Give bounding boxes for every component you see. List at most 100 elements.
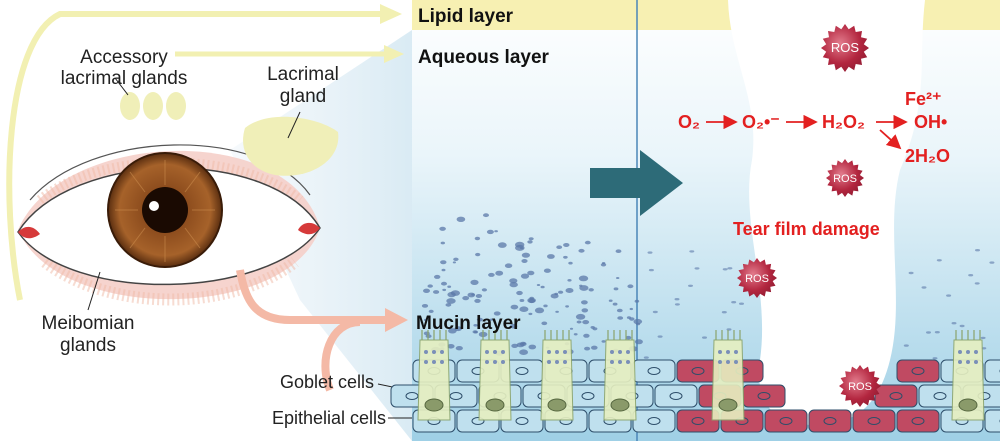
mucin-particle [694,267,700,270]
ros-star-icon [821,24,869,72]
mucin-particle [563,243,570,247]
cell-nucleus [911,367,925,375]
mucin-granule [432,350,436,354]
caruncle [18,226,40,239]
mucin-granule [555,350,559,354]
mucin-particle [481,288,487,292]
mucin-particle [456,216,466,222]
mucin-particle [634,339,643,345]
mucin-layer-label: Mucin layer [416,313,521,334]
mucin-particle [488,272,495,277]
meibomian-label-line2: glands [60,335,116,356]
aqueous-arrowhead [384,45,404,63]
mucin-granule [563,360,567,364]
epithelial-cell [808,409,852,433]
cell-nucleus [933,392,947,400]
h2o2-label: H₂O₂ [822,112,865,132]
o2-label: O₂ [678,112,700,132]
mucin-particle [453,257,459,261]
goblet-nucleus [610,398,630,412]
lipid-layer-label: Lipid layer [418,6,514,27]
mucin-particle [576,320,582,324]
mucin-particle [536,284,541,286]
mucin-particle [442,288,447,292]
mucin-particle [511,343,519,348]
cell-nucleus [757,392,771,400]
epithelial-cell [984,409,1000,433]
lacrimal-label-line1: Lacrimal [267,64,339,85]
ros-label: ROS [831,40,860,55]
mucin-granule [501,350,505,354]
epithelial-cell [896,409,940,433]
mucin-particle [627,284,634,289]
mucin-particle [689,250,695,253]
mucin-particle [726,328,732,331]
mucin-granule [547,350,551,354]
mucin-particle [674,303,680,306]
mucin-particle [616,277,620,279]
cell-nucleus [647,367,661,375]
tear-film-damage-label: Tear film damage [733,219,880,239]
epithelial-cell [632,359,676,383]
mucin-granule [610,350,614,354]
mucin-granule [424,360,428,364]
mucin-particle [509,323,518,329]
mucin-particle [528,312,533,316]
ros-star-icon [839,365,881,407]
transition-arrow [590,150,683,216]
mucin-particle [556,245,563,249]
mucin-particle [510,304,519,310]
mucin-particle [617,316,624,320]
mucin-particle [633,318,643,325]
mucin-particle [446,298,456,304]
mucin-particle [547,254,555,259]
mucin-granule [726,360,730,364]
mucin-particle [541,321,548,326]
mucin-particle [975,249,980,252]
mucin-particle [968,274,974,277]
mucin-granule [610,360,614,364]
mucin-particle [527,240,533,244]
cell-nucleus [911,417,925,425]
mucin-granule [734,360,738,364]
mucin-particle [590,326,595,329]
mucin-granule [485,350,489,354]
mucin-particle [581,300,588,305]
mucin-particle [643,356,649,359]
cell-nucleus [515,367,529,375]
tear-film-panels: Lipid layer Aqueous layer Mucin layer RO… [390,0,1000,441]
mucin-granule [718,360,722,364]
mucin-particle [558,290,564,294]
mucin-particle [575,313,586,320]
cell-nucleus [691,367,705,375]
mucin-particle [474,298,481,303]
mucin-particle [528,344,537,350]
mucin-particle [921,286,927,289]
mucin-particle [519,349,528,356]
arrow-h2o2-to-water [879,129,902,150]
mucin-particle [908,271,914,275]
mucin-particle [608,299,613,302]
ros-particle: ROS [737,258,777,298]
mucin-arrowhead [385,308,408,332]
mucin-particle [657,335,663,338]
epithelial-cell [566,384,610,408]
mucin-particle [932,357,938,360]
mucin-particle [472,330,478,334]
mucin-particle [702,336,707,339]
mucin-particle [946,294,952,297]
mucin-particle [581,308,589,313]
mucin-particle [727,267,733,270]
mucin-granule [974,360,978,364]
mucin-particle [635,322,641,326]
mucin-particle [652,310,658,314]
mucin-particle [674,298,680,301]
mucin-particle [522,342,526,345]
mucin-particle [936,259,942,262]
mucin-particle [486,229,494,235]
water-label: 2H₂O [905,146,950,166]
mucin-particle [980,336,986,340]
mucin-connector [236,269,385,324]
cell-nucleus [669,392,683,400]
pupil-highlight [149,201,159,211]
